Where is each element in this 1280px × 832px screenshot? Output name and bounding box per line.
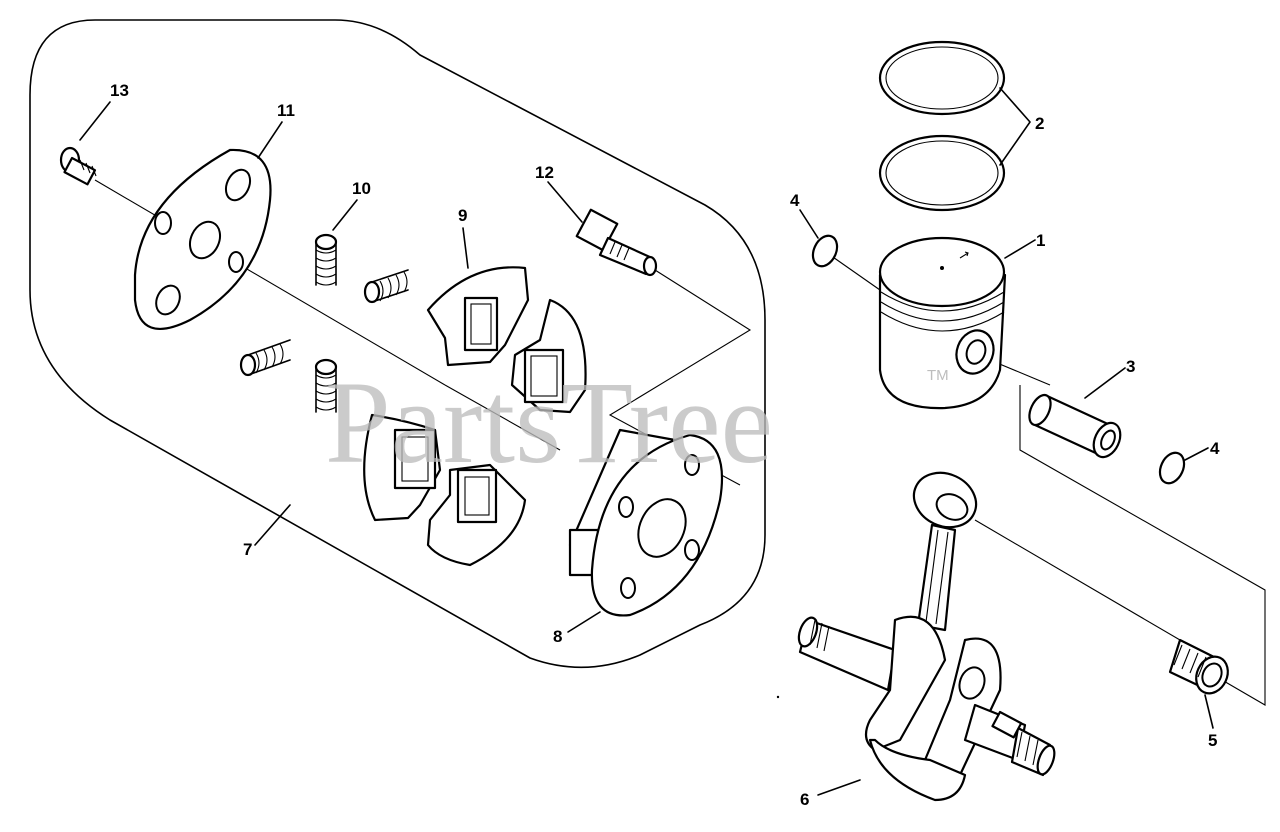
callout-label-8: 8: [553, 627, 562, 646]
leader-9: [462, 227, 469, 269]
part-10-spring-upper-right[interactable]: [363, 269, 409, 304]
part-11-clutch-plate[interactable]: [133, 148, 272, 330]
leader-11: [257, 121, 283, 159]
callout-label-7: 7: [243, 540, 252, 559]
callout-label-5: 5: [1208, 731, 1217, 750]
callout-label-4-upper: 4: [790, 191, 800, 210]
callout-label-11: 11: [277, 101, 295, 120]
part-1-piston[interactable]: [878, 236, 1007, 410]
watermark-text: PartsTree: [325, 357, 773, 488]
leader-7: [254, 504, 291, 546]
part-2-piston-ring-upper[interactable]: [878, 40, 1006, 116]
leader-3: [1084, 367, 1126, 399]
callout-label-3: 3: [1126, 357, 1135, 376]
conrod-axis-line: [974, 519, 1181, 641]
piston-bearing-guide-line: [1019, 385, 1266, 706]
leader-4a: [799, 209, 819, 239]
callout-label-13: 13: [110, 81, 129, 100]
clutch-assembly-outline: [29, 19, 766, 669]
watermark-trademark: TM: [927, 367, 949, 384]
part-6-crankshaft[interactable]: [795, 463, 1057, 802]
leader-8: [567, 611, 601, 633]
assembly-axis-line-upper: [94, 179, 446, 386]
part-5-needle-bearing[interactable]: [1168, 638, 1234, 699]
part-12-bolt[interactable]: [575, 208, 658, 277]
speck-dot: [776, 695, 780, 699]
part-10-spring-lower-left[interactable]: [239, 339, 291, 377]
part-8-clutch-hub[interactable]: [568, 428, 724, 617]
callout-label-4-lower: 4: [1210, 439, 1220, 458]
part-10-spring-upper-left[interactable]: [314, 233, 338, 286]
callout-label-6: 6: [800, 790, 809, 809]
leader-4b: [1184, 447, 1209, 461]
leader-6: [817, 779, 861, 796]
part-9-clutch-shoe-lower-right[interactable]: [426, 463, 527, 567]
callout-label-10: 10: [352, 179, 371, 198]
callout-label-9: 9: [458, 206, 467, 225]
piston-pin-guide-line: [829, 254, 881, 291]
leader-5: [1204, 694, 1214, 729]
callout-label-2: 2: [1035, 114, 1044, 133]
callout-label-12: 12: [535, 163, 554, 182]
part-13-screw[interactable]: [59, 146, 97, 186]
leader-1: [1004, 239, 1036, 259]
part-4-circlip-upper[interactable]: [808, 232, 841, 270]
part-2-piston-ring-lower[interactable]: [878, 134, 1006, 212]
part-9-clutch-shoe-upper-left[interactable]: [426, 266, 530, 367]
leader-2: [999, 87, 1031, 166]
part-9-clutch-shoe-lower-left[interactable]: [363, 413, 442, 522]
part-10-spring-lower-center[interactable]: [314, 358, 338, 413]
leader-13: [79, 101, 111, 141]
part-3-piston-pin[interactable]: [1025, 392, 1125, 462]
part-9-clutch-shoe-upper-right[interactable]: [510, 298, 587, 414]
assembly-axis-line-lower: [444, 384, 561, 451]
leader-12: [547, 181, 583, 223]
callout-label-1: 1: [1036, 231, 1045, 250]
part-4-circlip-lower[interactable]: [1155, 449, 1188, 487]
leader-10: [332, 199, 358, 231]
